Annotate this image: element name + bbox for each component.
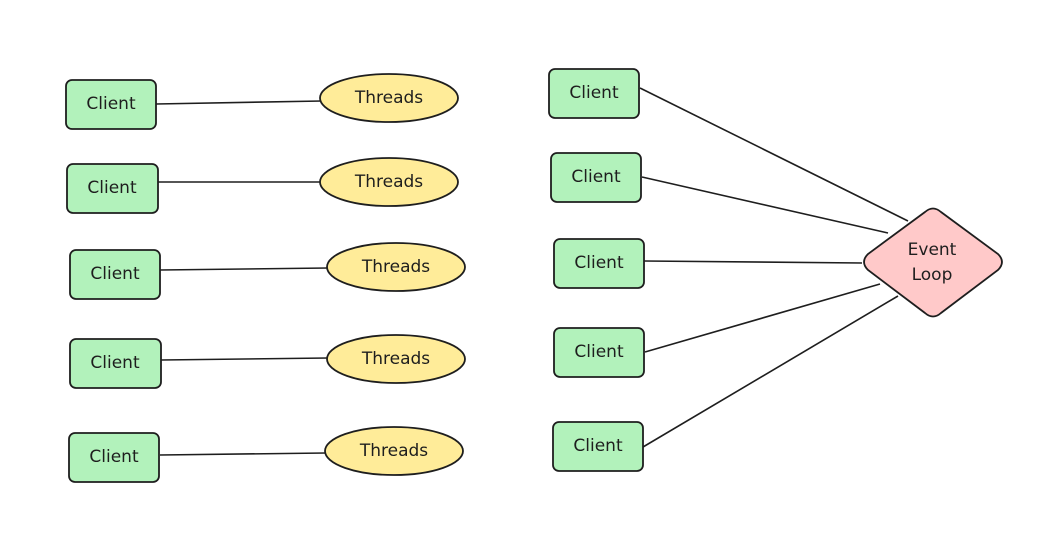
threads-node xyxy=(326,334,466,384)
connector-line xyxy=(639,87,909,222)
threads-label: Threads xyxy=(354,88,423,108)
threads-label: Threads xyxy=(354,172,423,192)
event-loop-label-line2: Loop xyxy=(912,265,953,285)
client-node xyxy=(66,163,159,214)
client-node xyxy=(69,338,162,389)
connector-line xyxy=(642,295,899,448)
threads-label: Threads xyxy=(361,349,430,369)
client-label: Client xyxy=(574,342,624,362)
connector-line xyxy=(644,283,881,353)
event-loop-node xyxy=(863,207,1003,318)
client-label: Client xyxy=(89,447,139,467)
client-label: Client xyxy=(87,178,137,198)
client-node xyxy=(548,68,640,119)
connector-line xyxy=(641,176,889,234)
threads-node xyxy=(326,242,466,292)
right-diagram: Client Client Client Client Client Event… xyxy=(548,68,1003,472)
client-node xyxy=(69,249,161,300)
connector-line xyxy=(155,100,323,105)
client-label: Client xyxy=(574,253,624,273)
threads-node xyxy=(319,73,459,123)
client-label: Client xyxy=(90,353,140,373)
client-label: Client xyxy=(569,83,619,103)
client-label: Client xyxy=(86,94,136,114)
event-loop-label-line1: Event xyxy=(908,240,957,260)
threads-node xyxy=(319,157,459,207)
client-label: Client xyxy=(573,436,623,456)
client-node xyxy=(552,421,644,472)
client-node xyxy=(553,238,645,289)
threads-label: Threads xyxy=(361,257,430,277)
left-diagram: Client Threads Client Threads Client Thr… xyxy=(65,73,466,483)
client-label: Client xyxy=(571,167,621,187)
connector-line xyxy=(159,267,329,271)
client-node xyxy=(68,432,160,483)
client-label: Client xyxy=(90,264,140,284)
connector-line xyxy=(159,452,327,456)
threads-node xyxy=(324,426,464,476)
connector-line xyxy=(160,357,329,361)
client-node xyxy=(550,152,642,203)
client-node xyxy=(553,327,645,378)
threads-label: Threads xyxy=(359,441,428,461)
connector-line xyxy=(643,260,863,264)
client-node xyxy=(65,79,157,130)
